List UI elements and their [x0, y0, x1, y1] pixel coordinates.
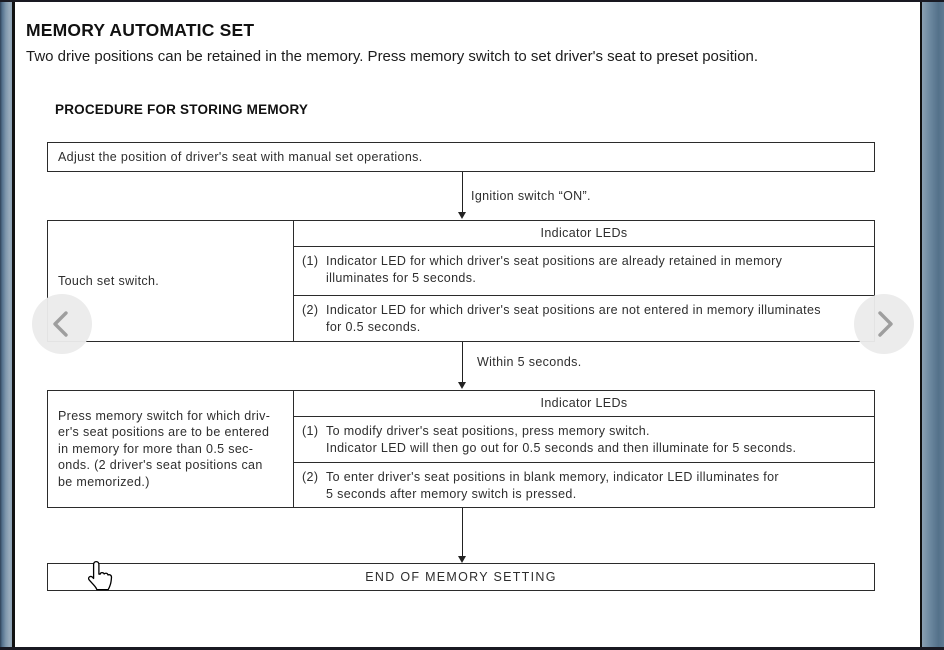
page-border-right: [920, 0, 922, 650]
arrow2-label: Within 5 seconds.: [477, 355, 582, 369]
table1-row1-text: Indicator LED for which driver's seat po…: [326, 254, 783, 285]
flow-arrow-down-1: [458, 172, 466, 219]
table2-left-text: Press memory switch for which driv- er's…: [58, 408, 271, 489]
page-title: MEMORY AUTOMATIC SET: [26, 20, 255, 40]
table1-header-cell: Indicator LEDs: [294, 221, 874, 247]
table2-row-2: (2) To enter driver's seat positions in …: [294, 463, 874, 507]
table1-row-1: (1) Indicator LED for which driver's sea…: [294, 247, 874, 296]
table2-row1-number: (1): [302, 424, 319, 438]
table1-header-text: Indicator LEDs: [540, 226, 628, 241]
page-border-left: [12, 0, 15, 650]
table1-left-cell: Touch set switch.: [48, 221, 294, 341]
page-intro-text: Two drive positions can be retained in t…: [26, 48, 759, 65]
table2-header-text: Indicator LEDs: [540, 396, 628, 411]
chevron-left-icon: [32, 294, 92, 354]
arrow1-label: Ignition switch “ON”.: [471, 189, 591, 203]
table1-row-2: (2) Indicator LED for which driver's sea…: [294, 296, 874, 341]
table2-row1-text: To modify driver's seat positions, press…: [326, 424, 797, 455]
frame-bottom-border: [0, 647, 944, 650]
frame-top-border: [0, 0, 944, 2]
section-title: PROCEDURE FOR STORING MEMORY: [55, 102, 309, 117]
flow-step1-box: Adjust the position of driver's seat wit…: [47, 142, 875, 172]
table1-row1-number: (1): [302, 254, 319, 268]
next-page-button[interactable]: [854, 294, 914, 354]
table1-row2-number: (2): [302, 303, 319, 317]
table2-left-cell: Press memory switch for which driv- er's…: [48, 391, 294, 507]
chevron-right-icon: [854, 294, 914, 354]
page-edge-left: [0, 0, 12, 650]
flow-step1-text: Adjust the position of driver's seat wit…: [58, 149, 423, 164]
table1-row2-text: Indicator LED for which driver's seat po…: [326, 303, 821, 334]
flow-arrow-down-3: [458, 508, 466, 563]
flow-end-box: END OF MEMORY SETTING: [47, 563, 875, 591]
flow-table-touch-set-switch: Touch set switch. Indicator LEDs (1) Ind…: [47, 220, 875, 342]
table2-header-cell: Indicator LEDs: [294, 391, 874, 417]
previous-page-button[interactable]: [32, 294, 92, 354]
table2-row2-text: To enter driver's seat positions in blan…: [326, 470, 779, 501]
page-edge-right: [922, 0, 944, 650]
table1-left-text: Touch set switch.: [58, 273, 160, 288]
flow-table-press-memory-switch: Press memory switch for which driv- er's…: [47, 390, 875, 508]
table2-row2-number: (2): [302, 470, 319, 484]
flow-end-text: END OF MEMORY SETTING: [365, 569, 557, 584]
table2-row-1: (1) To modify driver's seat positions, p…: [294, 417, 874, 463]
flow-arrow-down-2: [458, 342, 466, 389]
